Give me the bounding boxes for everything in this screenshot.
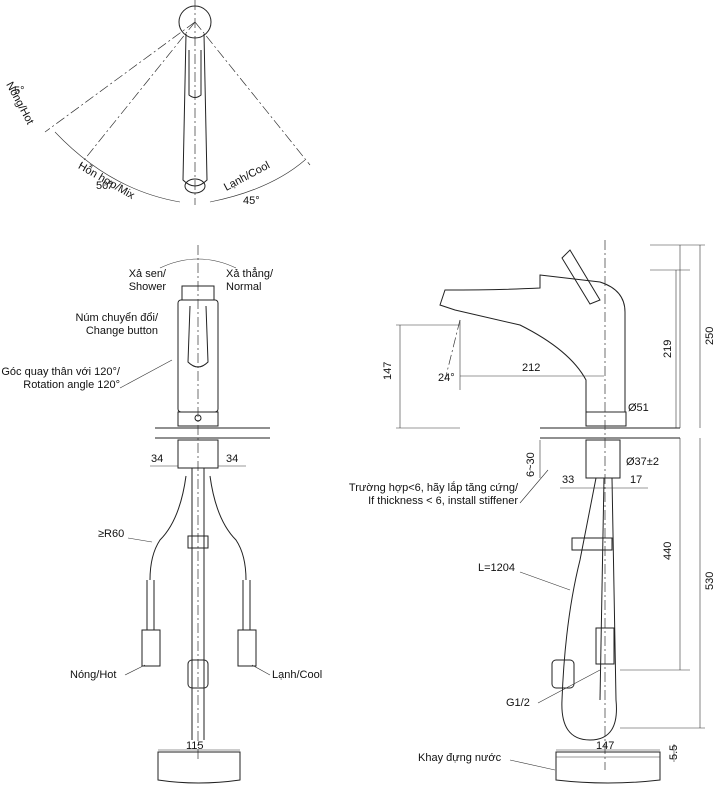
tray-height: 5.5 xyxy=(668,744,680,760)
dim-212: 212 xyxy=(522,362,541,374)
dim-530: 530 xyxy=(704,571,716,590)
side-view xyxy=(119,240,705,784)
dim-34-left: 34 xyxy=(151,453,164,465)
stiffener-note: Trường hợp<6, hãy lắp tăng cứng/ If thic… xyxy=(348,482,518,507)
dim-37: Ø37±2 xyxy=(626,456,659,468)
dim-51: Ø51 xyxy=(628,402,649,414)
hot-hose-label: Nóng/Hot xyxy=(70,669,117,681)
normal-label: Xả thẳng/ Normal xyxy=(226,268,274,293)
angle-24-label: 24° xyxy=(438,372,455,384)
cool-hose-label: Lạnh/Cool xyxy=(272,669,323,681)
hot-angle-label: 5° xyxy=(14,85,25,97)
change-button-label: Núm chuyển đổi/ Change button xyxy=(75,312,158,337)
front-view xyxy=(141,245,270,784)
dim-250: 250 xyxy=(704,326,716,345)
mix-angle-label: 50° xyxy=(96,180,113,192)
hose-length-label: L=1204 xyxy=(478,562,516,574)
thread-label: G1/2 xyxy=(506,697,530,709)
dim-33: 33 xyxy=(562,474,575,486)
front-tray-width: 115 xyxy=(186,740,204,752)
dim-6-30: 6~30 xyxy=(525,452,537,477)
dim-219: 219 xyxy=(662,339,674,358)
dim-17: 17 xyxy=(630,474,643,486)
dim-34-right: 34 xyxy=(226,453,239,465)
tray-label: Khay đựng nước xyxy=(418,752,502,764)
shower-label: Xả sen/ Shower xyxy=(128,268,166,293)
side-tray-width: 147 xyxy=(596,740,615,752)
rotation-angle-label: Góc quay thân với 120°/ Rotation angle 1… xyxy=(1,366,120,391)
top-view xyxy=(44,0,311,205)
dim-147-height: 147 xyxy=(382,361,394,380)
cool-angle-label: 45° xyxy=(243,195,260,207)
radius-label: ≥R60 xyxy=(98,528,125,540)
dim-440: 440 xyxy=(662,541,674,560)
